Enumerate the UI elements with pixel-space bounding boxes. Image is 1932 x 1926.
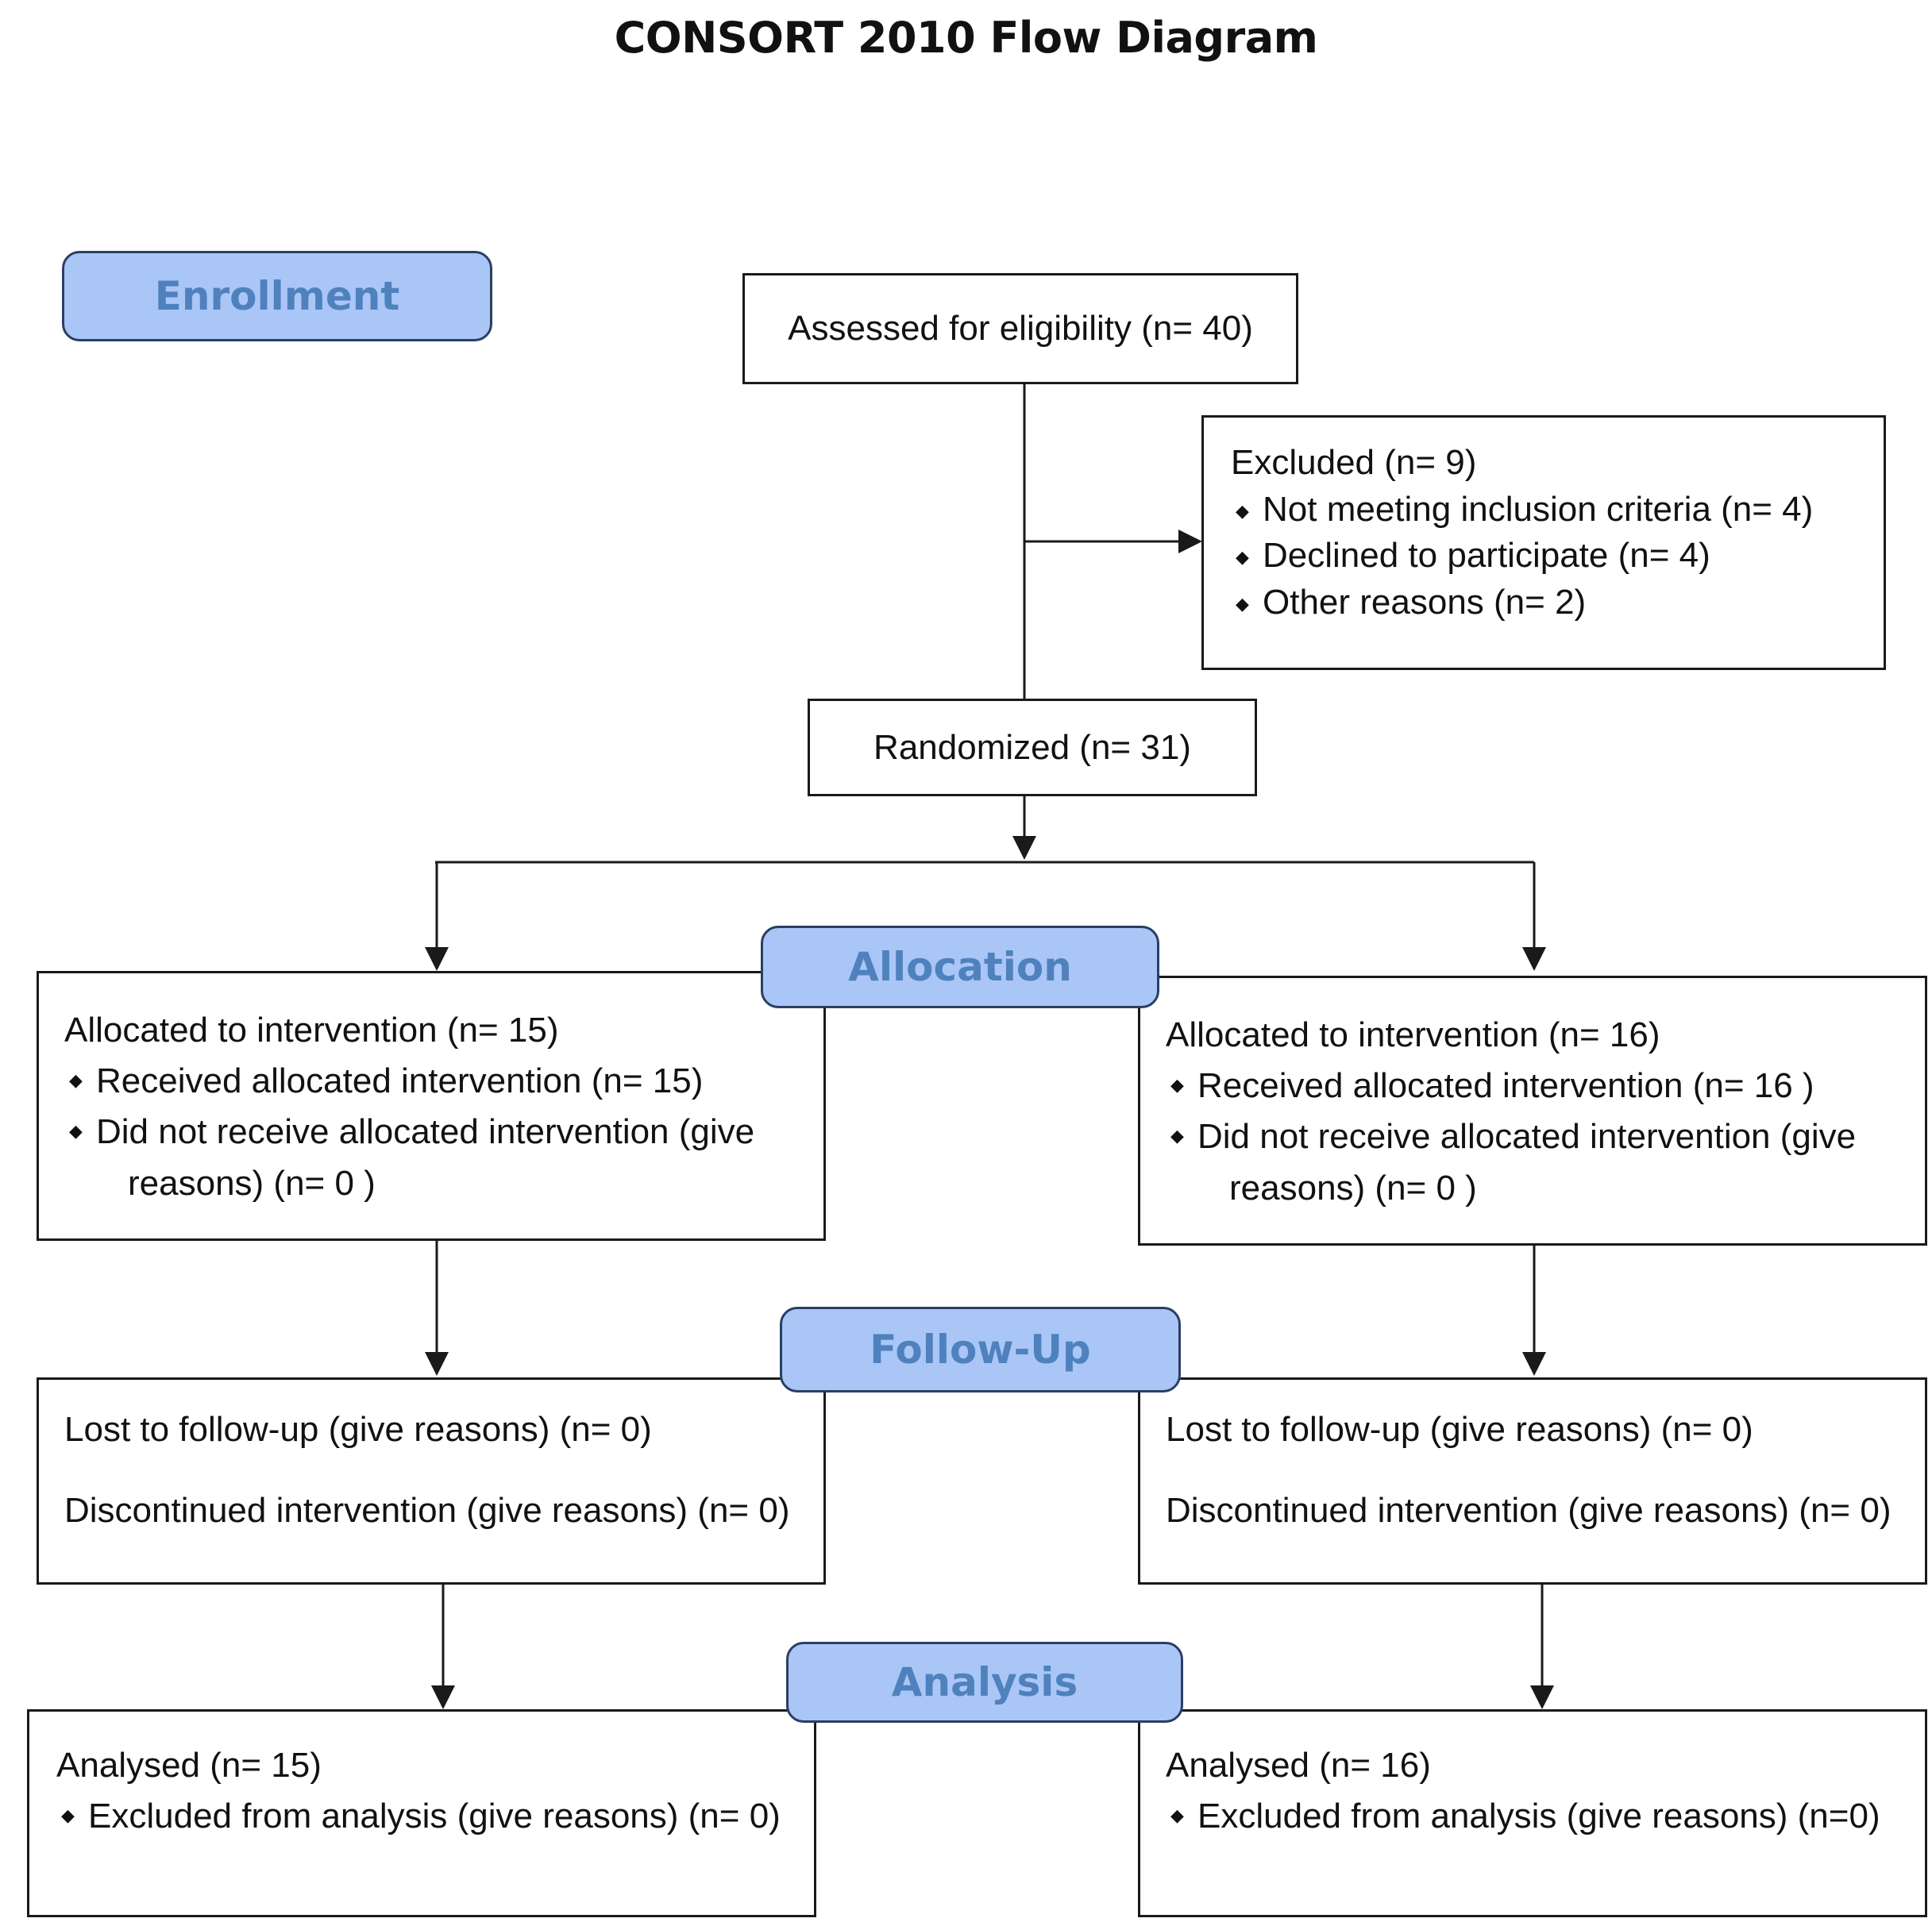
diagram-title: CONSORT 2010 Flow Diagram — [614, 13, 1318, 63]
stage-label-follow-up: Follow-Up — [780, 1307, 1181, 1392]
arm2-received-text: Received allocated intervention (n= 16 ) — [1197, 1066, 1814, 1106]
stage-label-analysis: Analysis — [786, 1642, 1183, 1723]
stage-label-allocation: Allocation — [761, 926, 1159, 1008]
bullet-icon: ◆ — [1170, 1805, 1184, 1826]
arm2-analysis-list: ◆ Excluded from analysis (give reasons) (… — [1166, 1791, 1925, 1842]
randomized-box: Randomized (n= 31) — [808, 699, 1257, 796]
arm1-allocation-list: ◆ Received allocated intervention (n= 15)… — [64, 1056, 823, 1209]
list-item: ◆ Received allocated intervention (n= 15) — [64, 1056, 823, 1107]
arm1-followup-box: Lost to follow-up (give reasons) (n= 0) … — [37, 1377, 826, 1585]
randomized-text: Randomized (n= 31) — [873, 727, 1191, 767]
arm2-excluded-analysis-text: Excluded from analysis (give reasons) (n… — [1197, 1797, 1880, 1836]
bullet-icon: ◆ — [69, 1070, 83, 1091]
list-item: ◆ Excluded from analysis (give reasons) (… — [1166, 1791, 1925, 1842]
bullet-icon: ◆ — [1236, 547, 1249, 568]
arm2-lost-text: Lost to follow-up (give reasons) (n= 0) — [1166, 1410, 1753, 1449]
bullet-icon: ◆ — [1236, 500, 1249, 521]
assessed-text: Assessed for eligibility (n= 40) — [788, 309, 1253, 349]
excluded-box: Excluded (n= 9) ◆ Not meeting inclusion c… — [1201, 415, 1886, 670]
stage-label-enrollment: Enrollment — [62, 251, 492, 341]
spacer — [64, 1454, 823, 1486]
arm2-not-received-cont: reasons) (n= 0 ) — [1229, 1168, 1477, 1208]
list-item: ◆ Excluded from analysis (give reasons) (… — [56, 1791, 814, 1842]
arm1-excluded-analysis-text: Excluded from analysis (give reasons) (n… — [88, 1797, 781, 1836]
list-item: ◆ Received allocated intervention (n= 16 … — [1166, 1061, 1925, 1111]
arm1-analysis-box: Analysed (n= 15) ◆ Excluded from analysis… — [27, 1709, 816, 1917]
bullet-icon: ◆ — [1170, 1126, 1184, 1146]
bullet-icon: ◆ — [1170, 1075, 1184, 1096]
arm2-allocation-list: ◆ Received allocated intervention (n= 16 … — [1166, 1061, 1925, 1214]
arm2-not-received-text: Did not receive allocated intervention (… — [1197, 1117, 1857, 1157]
arm2-analysed-head: Analysed (n= 16) — [1166, 1746, 1431, 1785]
list-item: ◆ Not meeting inclusion criteria (n= 4) — [1231, 487, 1884, 534]
list-item: ◆ Declined to participate (n= 4) — [1231, 533, 1884, 580]
excluded-reason-text: Not meeting inclusion criteria (n= 4) — [1263, 489, 1814, 529]
arm1-not-received-text: Did not receive allocated intervention (… — [96, 1112, 755, 1152]
arm1-not-received-cont: reasons) (n= 0 ) — [128, 1163, 376, 1203]
bullet-icon: ◆ — [61, 1805, 75, 1826]
list-item: ◆ Did not receive allocated intervention … — [64, 1107, 823, 1208]
arm1-analysed-head: Analysed (n= 15) — [56, 1746, 322, 1785]
assessed-box: Assessed for eligibility (n= 40) — [742, 273, 1298, 384]
arm2-allocation-head: Allocated to intervention (n= 16) — [1166, 1015, 1660, 1054]
excluded-reason-text: Declined to participate (n= 4) — [1263, 536, 1710, 576]
arm1-allocation-box: Allocated to intervention (n= 15) ◆ Recei… — [37, 971, 826, 1241]
bullet-icon: ◆ — [69, 1121, 83, 1142]
bullet-icon: ◆ — [1236, 593, 1249, 614]
list-item: ◆ Did not receive allocated intervention … — [1166, 1111, 1925, 1213]
arm1-allocation-head: Allocated to intervention (n= 15) — [64, 1011, 559, 1050]
arm1-lost-text: Lost to follow-up (give reasons) (n= 0) — [64, 1410, 652, 1449]
arm1-analysis-list: ◆ Excluded from analysis (give reasons) (… — [56, 1791, 814, 1842]
excluded-reasons: ◆ Not meeting inclusion criteria (n= 4) ◆… — [1231, 487, 1884, 626]
arm2-analysis-box: Analysed (n= 16) ◆ Excluded from analysis… — [1138, 1709, 1927, 1917]
arm2-followup-box: Lost to follow-up (give reasons) (n= 0) … — [1138, 1377, 1927, 1585]
arm1-received-text: Received allocated intervention (n= 15) — [96, 1061, 704, 1101]
arm1-discontinued-text: Discontinued intervention (give reasons)… — [64, 1490, 790, 1530]
arm2-allocation-box: Allocated to intervention (n= 16) ◆ Recei… — [1138, 976, 1927, 1246]
spacer — [1166, 1454, 1925, 1486]
list-item: ◆ Other reasons (n= 2) — [1231, 580, 1884, 626]
arm2-discontinued-text: Discontinued intervention (give reasons)… — [1166, 1490, 1892, 1530]
excluded-reason-text: Other reasons (n= 2) — [1263, 582, 1587, 622]
excluded-head: Excluded (n= 9) — [1231, 443, 1477, 482]
